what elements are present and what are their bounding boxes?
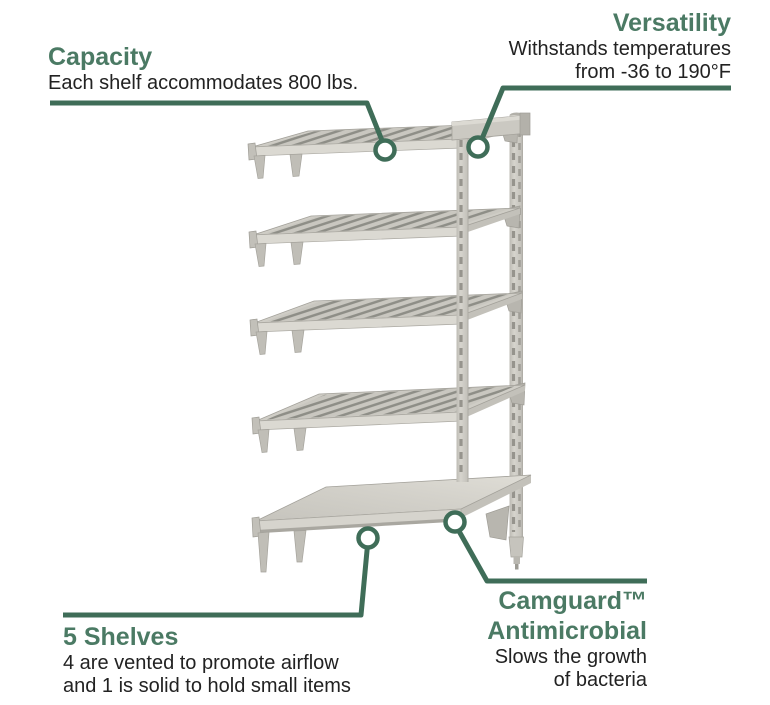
shelf-side-rail [461, 475, 531, 518]
shelf-left-bracket-2 [291, 329, 305, 353]
capacity-title: Capacity [48, 43, 153, 71]
back-post-foot [508, 536, 524, 558]
versatility-marker-icon [466, 135, 490, 159]
shelf-side-rail [462, 293, 522, 322]
back-post-leveler-peg [515, 564, 519, 570]
front-post [456, 129, 469, 482]
versatility-callout-line [476, 85, 731, 147]
shelf-left-bracket-2 [293, 427, 307, 451]
camguard-description-line1: Slows the growth [494, 646, 647, 668]
connector-end-cap [519, 112, 531, 136]
camguard-title-line2: Antimicrobial [487, 617, 647, 645]
shelves-description-line1: 4 are vented to promote airflow [63, 652, 339, 674]
back-post [508, 112, 524, 570]
capacity-callout-line [50, 100, 388, 149]
camguard-callout-line [452, 522, 647, 584]
shelf-left-bracket [253, 155, 266, 179]
callout-capacity: Capacity Each shelf accommodates 800 lbs… [48, 42, 358, 95]
versatility-title: Versatility [612, 9, 731, 37]
shelf-vent-area [263, 209, 510, 234]
capacity-marker-icon [373, 138, 397, 162]
versatility-description-line1: Withstands temperatures [508, 38, 731, 60]
camguard-title-line1: Camguard™ [498, 587, 647, 615]
callout-lines [50, 85, 731, 618]
shelf-front-rail-shadow [256, 518, 461, 533]
shelf-left-bracket-2 [289, 153, 303, 177]
shelf-vent-area [264, 294, 512, 322]
back-post-bar [509, 115, 523, 537]
shelf-left-bracket [254, 243, 267, 267]
versatility-description-line2: from -36 to 190°F [575, 61, 731, 83]
shelf-5-solid [251, 474, 532, 573]
back-post-leveler [513, 557, 520, 564]
shelf-left-bracket [257, 429, 270, 453]
callout-markers [356, 135, 490, 550]
camguard-marker-icon [443, 510, 467, 534]
shelf-side-rail [462, 208, 520, 234]
shelf-corner-bracket [485, 505, 510, 541]
shelf-vent-area [266, 386, 515, 420]
shelf-left-bracket [255, 331, 268, 355]
shelf-left-bracket-2 [290, 241, 304, 265]
shelf-left-bracket-2 [293, 530, 307, 563]
shelf-side-rail [462, 385, 525, 419]
shelf-vent-area [262, 123, 508, 147]
callout-versatility: Versatility Withstands temperatures from… [509, 8, 731, 84]
shelves-marker-icon [356, 526, 380, 550]
capacity-description: Each shelf accommodates 800 lbs. [48, 72, 359, 94]
shelf-4-vented [251, 382, 526, 453]
shelves-callout-line [63, 539, 371, 618]
callout-camguard: Camguard™ Antimicrobial Slows the growth… [487, 586, 647, 692]
shelf-2-vented [248, 205, 521, 267]
callout-shelves: 5 Shelves 4 are vented to promote airflo… [63, 622, 351, 698]
shelves-title: 5 Shelves [63, 623, 179, 651]
shelves-description-line2: and 1 is solid to hold small items [63, 675, 351, 697]
shelf-left-bracket [257, 531, 270, 573]
shelf-3-vented [249, 290, 523, 355]
camguard-description-line2: of bacteria [553, 669, 647, 691]
